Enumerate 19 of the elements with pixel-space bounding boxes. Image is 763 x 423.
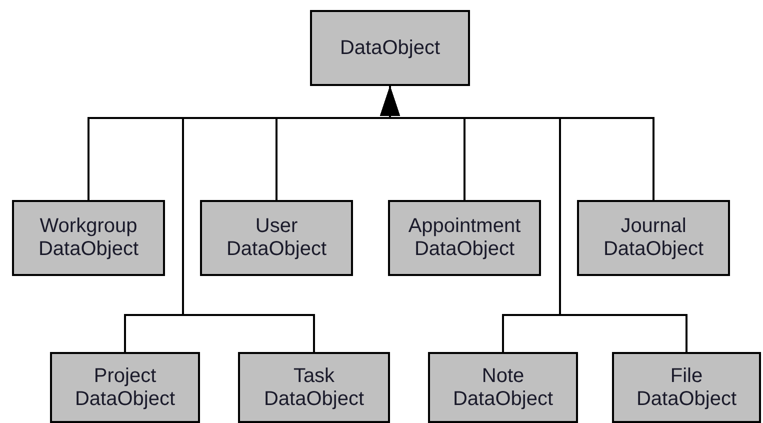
class-box — [577, 200, 730, 276]
class-box — [428, 352, 578, 423]
class-name: Project DataObject — [74, 364, 176, 410]
class-name: Journal DataObject — [602, 215, 705, 261]
class-name: Note DataObject — [452, 364, 554, 410]
class-name: Workgroup DataObject — [37, 215, 140, 261]
inheritance-connector — [380, 86, 688, 352]
class-box — [388, 200, 541, 276]
class-name: Task DataObject — [262, 364, 366, 410]
class-name: Appointment DataObject — [407, 215, 522, 261]
class-box — [200, 200, 353, 276]
class-box — [12, 200, 165, 276]
class-box — [238, 352, 390, 423]
class-name: DataObject — [340, 36, 440, 60]
class-box — [612, 352, 761, 423]
class-name: User DataObject — [225, 215, 328, 261]
class-box — [310, 10, 470, 86]
class-name: File DataObject — [635, 364, 738, 410]
class-box — [50, 352, 200, 423]
